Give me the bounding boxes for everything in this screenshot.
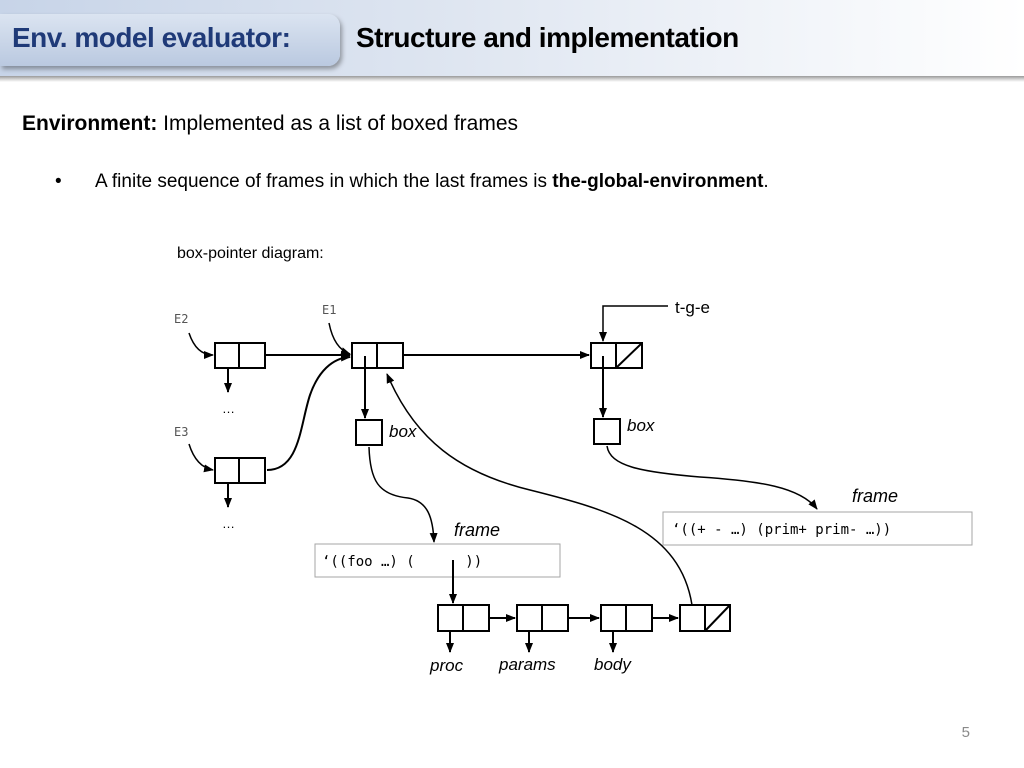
bullet-emphasis: the-global-environment xyxy=(552,171,764,192)
box-left xyxy=(355,419,383,446)
arrow-box-to-frame-right xyxy=(606,445,818,510)
pair-global-env xyxy=(590,342,643,369)
pair-proc xyxy=(437,604,490,632)
arrow-box-to-frame-left xyxy=(368,446,438,543)
arrow-e2-label xyxy=(188,332,214,359)
label-body: body xyxy=(594,655,632,674)
label-box-right: box xyxy=(627,416,655,435)
arrow-e1-label xyxy=(328,322,351,355)
pair-e1 xyxy=(351,342,404,369)
slide-title: Structure and implementation xyxy=(356,22,739,53)
label-e3: E3 xyxy=(174,425,188,439)
arrow-closure-env-to-e1 xyxy=(386,373,693,606)
section-tab xyxy=(0,14,340,66)
pair-params xyxy=(516,604,569,632)
arrow-e3-to-e1 xyxy=(266,353,351,471)
bullet-item: • A finite sequence of frames in which th… xyxy=(55,171,769,193)
label-proc: proc xyxy=(429,656,464,675)
environment-heading: Environment: Implemented as a list of bo… xyxy=(22,112,518,136)
frame-right-value: ‘((+ - …) (prim+ prim- …)) xyxy=(672,522,891,538)
frame-left-box xyxy=(314,543,561,578)
header-shadow xyxy=(0,76,1024,82)
pair-body xyxy=(600,604,653,632)
frame-right-box xyxy=(662,511,973,546)
label-frame-right: frame xyxy=(852,486,898,506)
pair-e3 xyxy=(214,457,266,484)
section-title: Env. model evaluator: xyxy=(12,22,291,53)
label-params: params xyxy=(498,655,556,674)
arrow-tge-label xyxy=(599,305,668,342)
environment-label: Environment: xyxy=(22,112,158,135)
arrow-e3-label xyxy=(188,443,214,473)
frame-left-value: ‘((foo …) ( )) xyxy=(322,554,482,570)
label-box-left: box xyxy=(389,422,417,441)
label-e1: E1 xyxy=(322,303,336,317)
bullet-text-end: . xyxy=(763,171,769,192)
label-frame-left: frame xyxy=(454,520,500,540)
bullet-marker: • xyxy=(55,171,62,192)
label-tge: t-g-e xyxy=(675,298,710,317)
box-right xyxy=(593,418,621,445)
pair-env-pointer xyxy=(679,604,731,632)
label-e2: E2 xyxy=(174,312,188,326)
environment-text: Implemented as a list of boxed frames xyxy=(157,112,519,135)
page-number: 5 xyxy=(961,724,970,741)
ellipsis-e3: … xyxy=(222,516,235,531)
diagram-caption: box-pointer diagram: xyxy=(177,245,324,262)
pair-e2 xyxy=(214,342,266,369)
bullet-text: A finite sequence of frames in which the… xyxy=(95,171,553,192)
ellipsis-e2: … xyxy=(222,401,235,416)
